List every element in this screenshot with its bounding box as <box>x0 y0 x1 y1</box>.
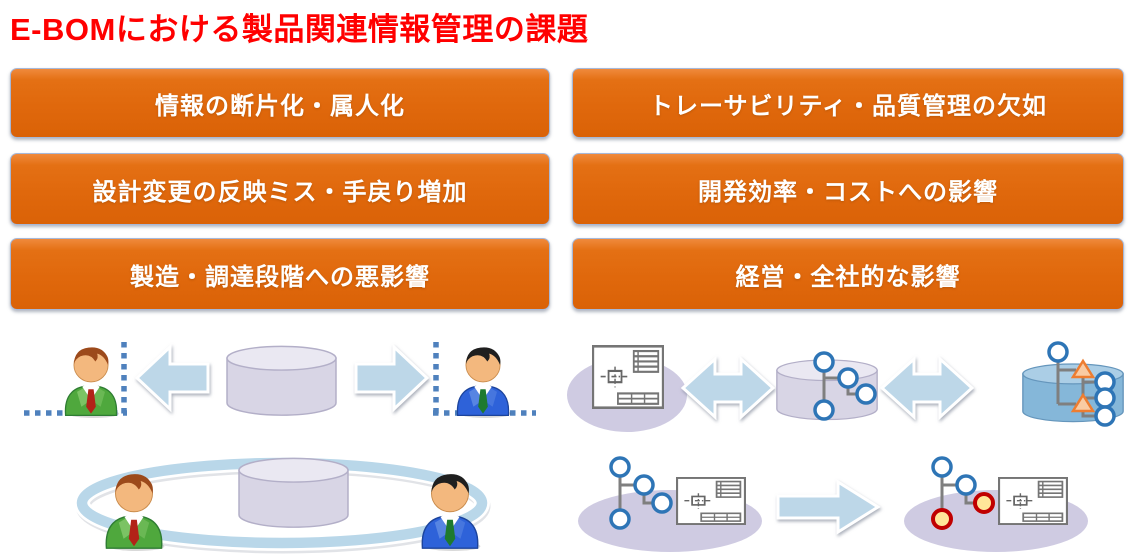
bom-tree-icon <box>813 351 877 421</box>
challenge-box-label: 開発効率・コストへの影響 <box>698 178 998 206</box>
diagram-change-propagation <box>578 456 1088 552</box>
cad-drawing-icon <box>676 477 746 525</box>
person-blue-icon <box>457 346 512 418</box>
changed-node-icon <box>931 508 953 530</box>
cad-drawing-icon <box>592 345 664 409</box>
diagram-drawing-bom-sync <box>567 341 1124 432</box>
database-cylinder-icon <box>239 458 348 528</box>
page-title: E-BOMにおける製品関連情報管理の課題 <box>10 12 589 47</box>
challenge-box-label: 製造・調達段階への悪影響 <box>130 263 430 291</box>
challenge-box-label: 経営・全社的な影響 <box>735 263 961 291</box>
challenge-box-manufacturing: 製造・調達段階への悪影響 <box>10 238 550 310</box>
challenge-box-label: 設計変更の反映ミス・手戻り増加 <box>92 178 468 206</box>
arrow-right-icon <box>776 479 881 535</box>
bom-tree-alert-icon <box>1047 341 1116 427</box>
diagram-siloed-users <box>24 342 536 418</box>
challenge-box-traceability: トレーサビリティ・品質管理の欠如 <box>572 68 1124 138</box>
changed-node-icon <box>973 492 995 514</box>
challenge-box-dev-efficiency: 開発効率・コストへの影響 <box>572 153 1124 225</box>
challenge-box-label: トレーサビリティ・品質管理の欠如 <box>648 92 1048 120</box>
alert-triangle-icon <box>1070 358 1096 379</box>
database-cylinder-icon <box>227 346 336 416</box>
person-green-icon <box>65 346 120 418</box>
challenge-box-management: 経営・全社的な影響 <box>572 238 1124 310</box>
arrow-right-icon <box>354 343 430 413</box>
alert-triangle-icon <box>1070 392 1096 413</box>
challenge-box-change-miss: 設計変更の反映ミス・手戻り増加 <box>10 153 550 225</box>
cad-drawing-icon <box>998 477 1068 525</box>
bom-tree-changed-icon <box>931 456 995 530</box>
arrow-left-icon <box>134 343 210 413</box>
bom-tree-icon <box>609 456 673 530</box>
challenge-box-label: 情報の断片化・属人化 <box>155 92 405 120</box>
diagram-shared-database <box>74 455 491 554</box>
double-arrow-icon <box>879 355 975 421</box>
double-arrow-icon <box>680 355 776 421</box>
challenge-box-info-fragmentation: 情報の断片化・属人化 <box>10 68 550 138</box>
